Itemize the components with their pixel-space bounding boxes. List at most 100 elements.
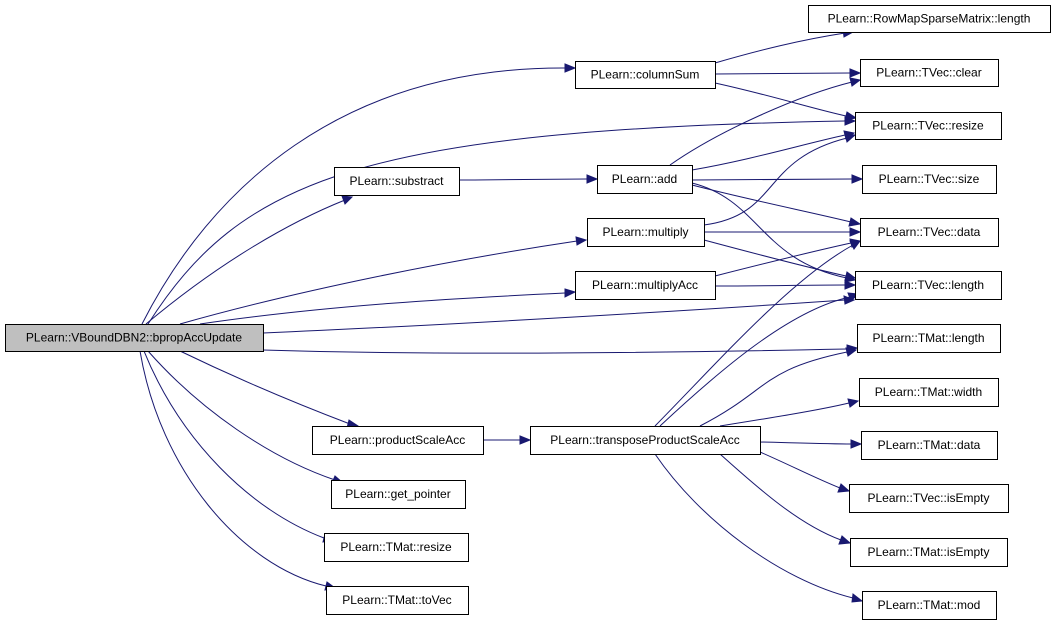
node-add[interactable]: PLearn::add (597, 165, 693, 194)
node-productScaleAcc[interactable]: PLearn::productScaleAcc (312, 426, 484, 455)
node-tmat-width[interactable]: PLearn::TMat::width (859, 378, 999, 407)
node-get-pointer[interactable]: PLearn::get_pointer (331, 480, 466, 509)
edge-line (139, 350, 327, 587)
node-label: PLearn::TMat::length (872, 331, 984, 345)
node-tmat-resize[interactable]: PLearn::TMat::resize (324, 533, 469, 562)
node-tvec-data[interactable]: PLearn::TVec::data (860, 218, 999, 247)
edge-line (714, 242, 852, 277)
edge-line (691, 178, 853, 181)
node-box[interactable] (326, 586, 469, 615)
edge-line (147, 350, 336, 481)
node-box[interactable] (575, 61, 716, 89)
node-tvec-length[interactable]: PLearn::TVec::length (855, 271, 1002, 300)
edge-arrowhead (849, 68, 862, 78)
node-box[interactable] (530, 426, 761, 455)
edge-root-to-tvec_length (262, 295, 856, 334)
edge-root-to-columnSum (141, 63, 577, 325)
node-transposeProductScaleAcc[interactable]: PLearn::transposeProductScaleAcc (530, 426, 761, 455)
edge-arrowhead (837, 483, 851, 493)
node-label: PLearn::TVec::length (872, 278, 984, 292)
edge-add-to-tvec_clear (669, 77, 862, 166)
edge-multiply-to-tvec_data (703, 227, 862, 237)
node-label: PLearn::TMat::isEmpty (867, 545, 989, 559)
node-box[interactable] (849, 484, 1009, 513)
edge-arrowhead (575, 236, 588, 246)
node-box[interactable] (324, 533, 469, 562)
node-root[interactable]: PLearn::VBoundDBN2::bpropAccUpdate (5, 324, 264, 352)
edge-transposeProductScaleAcc-to-tmat_data (759, 439, 863, 449)
node-tmat-toVec[interactable]: PLearn::TMat::toVec (326, 586, 469, 615)
node-box[interactable] (575, 271, 716, 300)
edge-arrowhead (847, 398, 860, 408)
node-tvec-size[interactable]: PLearn::TVec::size (862, 165, 997, 194)
node-box[interactable] (857, 324, 1001, 353)
node-label: PLearn::TVec::size (879, 172, 980, 186)
node-box[interactable] (862, 165, 997, 194)
edge-line (691, 134, 846, 171)
edge-columnSum-to-rowmap_length (714, 28, 855, 64)
node-box[interactable] (334, 167, 460, 196)
edge-columnSum-to-tvec_clear (714, 68, 862, 78)
edge-root-to-tmat_toVec (139, 350, 337, 591)
node-substract[interactable]: PLearn::substract (334, 167, 460, 196)
node-box[interactable] (855, 112, 1002, 140)
edge-substract-to-add (458, 174, 599, 184)
edge-line (691, 184, 852, 223)
node-label: PLearn::TMat::data (878, 438, 981, 452)
node-box[interactable] (331, 480, 466, 509)
node-tmat-mod[interactable]: PLearn::TMat::mod (862, 591, 997, 620)
node-box[interactable] (862, 591, 997, 620)
edge-line (654, 244, 854, 427)
node-tmat-length[interactable]: PLearn::TMat::length (857, 324, 1001, 353)
node-tvec-isEmpty[interactable]: PLearn::TVec::isEmpty (849, 484, 1009, 513)
edge-arrowhead (848, 217, 862, 227)
node-columnSum[interactable]: PLearn::columnSum (575, 61, 716, 89)
edge-arrowhead (850, 439, 863, 449)
node-label: PLearn::RowMapSparseMatrix::length (828, 12, 1031, 26)
edges-layer (139, 28, 864, 603)
edge-arrowhead (519, 435, 532, 445)
node-box[interactable] (5, 324, 264, 352)
node-box[interactable] (855, 271, 1002, 300)
edge-line (759, 441, 852, 445)
node-box[interactable] (860, 59, 999, 87)
node-box[interactable] (808, 5, 1051, 33)
edge-line (654, 453, 854, 599)
edge-arrowhead (838, 535, 852, 545)
edge-transposeProductScaleAcc-to-tmat_length (699, 347, 858, 427)
node-box[interactable] (850, 538, 1008, 567)
edge-arrowhead (849, 240, 861, 250)
edge-columnSum-to-tvec_resize (714, 82, 858, 121)
node-box[interactable] (861, 431, 998, 460)
node-label: PLearn::TVec::isEmpty (867, 491, 989, 505)
node-tmat-isEmpty[interactable]: PLearn::TMat::isEmpty (850, 538, 1008, 567)
node-tvec-resize[interactable]: PLearn::TVec::resize (855, 112, 1002, 140)
edge-arrowhead (564, 63, 577, 73)
node-box[interactable] (312, 426, 484, 455)
edge-transposeProductScaleAcc-to-tvec_isEmpty (759, 451, 851, 493)
node-box[interactable] (597, 165, 693, 194)
edge-transposeProductScaleAcc-to-tmat_width (719, 398, 860, 427)
node-rowmap-length[interactable]: PLearn::RowMapSparseMatrix::length (808, 5, 1051, 33)
node-label: PLearn::TMat::toVec (342, 593, 451, 607)
edge-arrowhead (851, 174, 864, 184)
edge-line (458, 178, 588, 181)
edge-add-to-tvec_data (691, 184, 862, 227)
edge-line (719, 402, 850, 427)
node-label: PLearn::VBoundDBN2::bpropAccUpdate (26, 331, 242, 345)
node-label: PLearn::columnSum (591, 68, 700, 82)
node-box[interactable] (859, 378, 999, 407)
edge-line (147, 120, 846, 325)
edge-root-to-tmat_length (262, 344, 859, 354)
node-label: PLearn::TMat::width (875, 385, 982, 399)
node-tvec-clear[interactable]: PLearn::TVec::clear (860, 59, 999, 87)
node-multiplyAcc[interactable]: PLearn::multiplyAcc (575, 271, 716, 300)
edge-productScaleAcc-to-transposeProductScaleAcc (483, 435, 532, 445)
node-box[interactable] (860, 218, 999, 247)
node-box[interactable] (587, 218, 705, 247)
node-multiply[interactable]: PLearn::multiply (587, 218, 705, 247)
node-tmat-data[interactable]: PLearn::TMat::data (861, 431, 998, 460)
edge-line (659, 296, 851, 427)
edge-transposeProductScaleAcc-to-tvec_length (659, 292, 860, 427)
